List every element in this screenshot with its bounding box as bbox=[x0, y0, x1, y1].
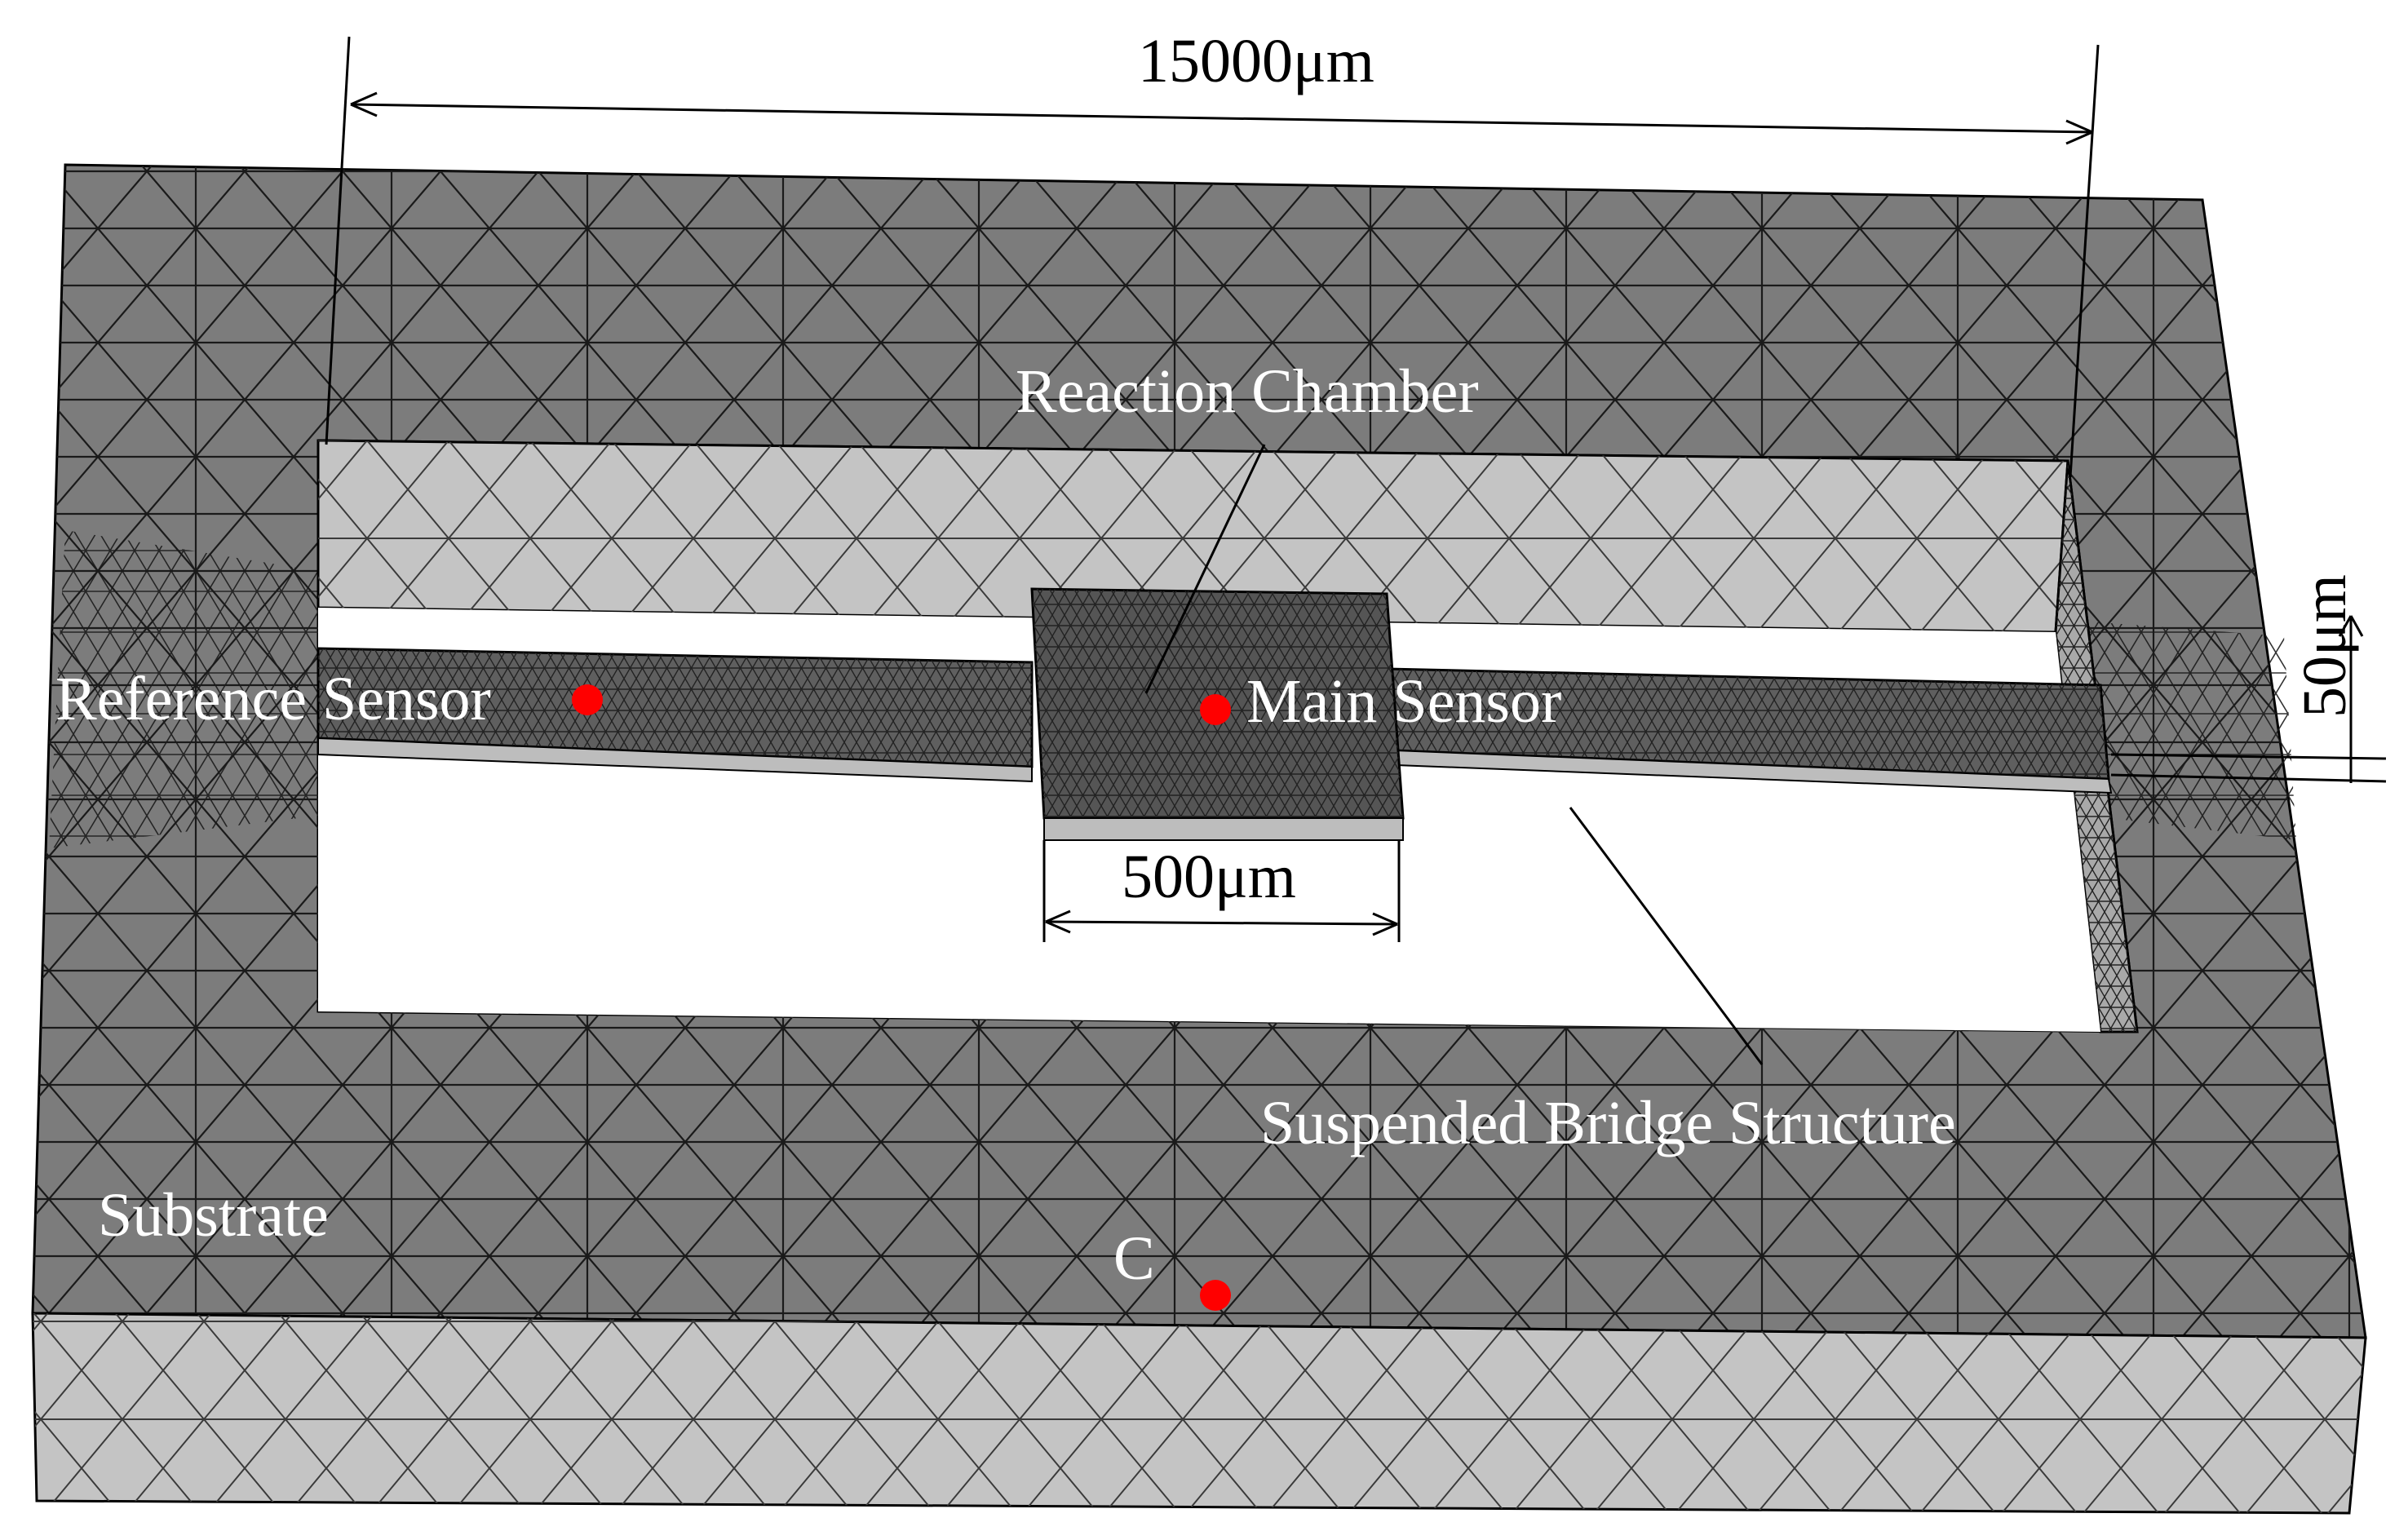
main-sensor-marker bbox=[1200, 694, 1231, 725]
point-c-label: C bbox=[1113, 1224, 1155, 1293]
right-anchor-dense-mesh bbox=[2068, 620, 2296, 840]
dimension-50-label: 50μm bbox=[2291, 574, 2359, 718]
dimension-500: 500μm bbox=[1042, 840, 1401, 942]
suspended-bridge-label: Suspended Bridge Structure bbox=[1260, 1089, 1956, 1157]
reaction-chamber-label: Reaction Chamber bbox=[1016, 357, 1479, 426]
main-sensor-label: Main Sensor bbox=[1246, 667, 1561, 736]
substrate-top-mesh bbox=[33, 165, 2366, 1338]
reaction-chamber-leader bbox=[1144, 444, 1266, 694]
point-c-marker bbox=[1200, 1280, 1231, 1311]
substrate-front-face-mesh bbox=[33, 1313, 2366, 1513]
inner-back-wall-mesh bbox=[318, 440, 2068, 632]
dimension-15000: 15000μm bbox=[325, 27, 2100, 478]
reference-sensor-label: Reference Sensor bbox=[55, 665, 491, 733]
bridge-right-arm-mesh bbox=[1387, 669, 2109, 779]
bridge-leader bbox=[1569, 807, 1764, 1065]
dimension-50: 50μm bbox=[2110, 574, 2387, 783]
reference-sensor-marker bbox=[572, 684, 603, 715]
bridge-left-arm-side bbox=[317, 737, 1033, 783]
substrate-label: Substrate bbox=[98, 1181, 329, 1250]
dimension-500-label: 500μm bbox=[1122, 843, 1296, 911]
left-anchor-dense-mesh bbox=[49, 530, 318, 848]
reaction-chamber-side bbox=[1043, 817, 1404, 841]
bridge-left-arm-mesh bbox=[318, 648, 1032, 767]
dimension-15000-label: 15000μm bbox=[1138, 27, 1374, 95]
